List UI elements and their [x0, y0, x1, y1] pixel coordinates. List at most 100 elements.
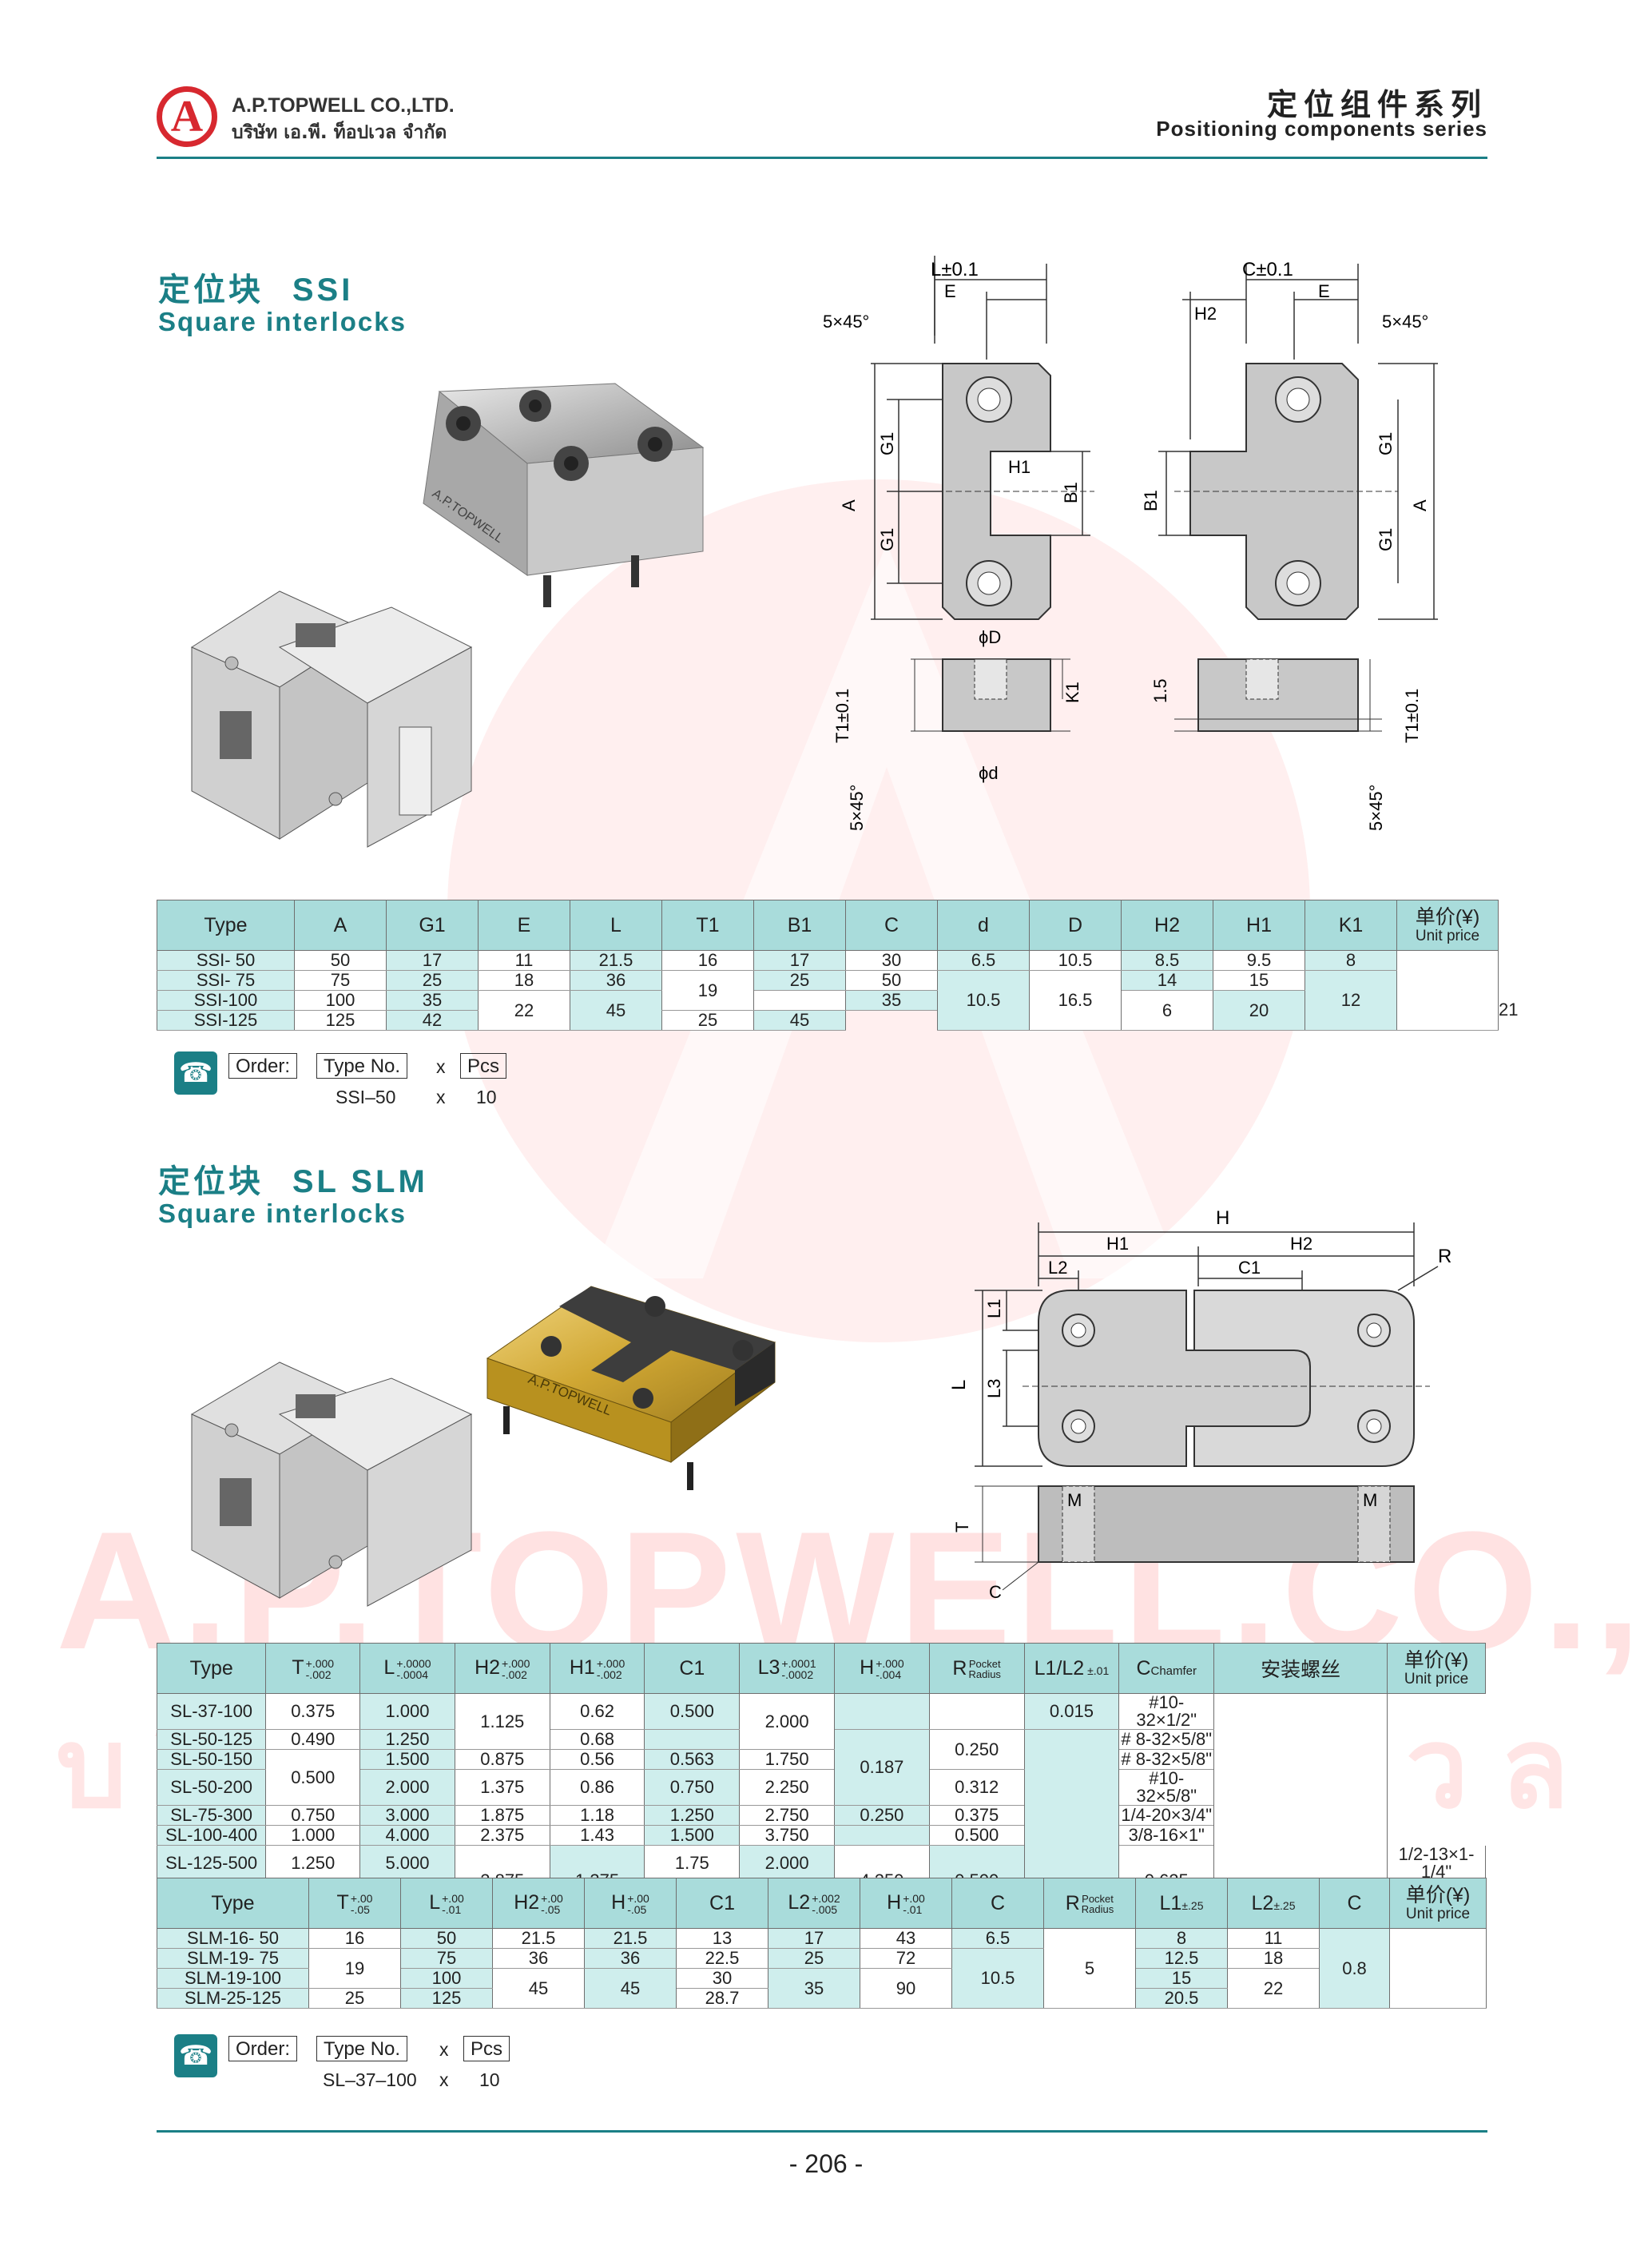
sl-order-example-qty: 10: [479, 2069, 500, 2090]
table-cell: 0.56: [549, 1749, 645, 1770]
table-cell: 28.7: [676, 1988, 768, 2009]
sl-dim-c: C: [989, 1582, 1002, 1602]
header-rule: [157, 157, 1487, 159]
table-cell: 6.5: [951, 1928, 1044, 1949]
sl-mold-illustration: [190, 1361, 473, 1607]
table-cell: 45: [492, 1968, 585, 2009]
sl-dim-l3: L3: [984, 1379, 1004, 1398]
table-cell: 1.500: [359, 1749, 455, 1770]
ssi-header-h2: H2: [1121, 900, 1213, 951]
series-title-en: Positioning components series: [1156, 117, 1487, 141]
ssi-header-type: Type: [157, 900, 295, 951]
table-cell: 30: [845, 950, 938, 971]
table-cell: 14: [1121, 970, 1213, 991]
ssi-product-photo: A.P.TOPWELL: [423, 383, 705, 607]
table-cell: 0.375: [265, 1693, 361, 1730]
table-cell: 42: [386, 1010, 479, 1031]
table-cell: 21.5: [492, 1928, 585, 1949]
sl-dim-l: L: [948, 1380, 970, 1390]
table-cell: SL-50-150: [156, 1749, 267, 1770]
page-number: - 206 -: [788, 2149, 864, 2178]
table-cell: 1.750: [739, 1749, 835, 1770]
table-cell: 1.000: [359, 1693, 455, 1730]
table-cell: 0.875: [454, 1749, 550, 1770]
sl-dim-m-right: M: [1363, 1490, 1377, 1510]
table-cell: 50: [400, 1928, 493, 1949]
ssi-dim-g1-bottom: G1: [877, 528, 897, 551]
table-cell: 15: [1213, 970, 1305, 991]
table-cell: 0.187: [834, 1729, 930, 1806]
table-cell: 125: [400, 1988, 493, 2009]
ssi-dim-b1: B1: [1061, 482, 1081, 503]
table-cell: 20.5: [1135, 1988, 1228, 2009]
table-cell: 36: [492, 1948, 585, 1969]
table-cell: SLM-16- 50: [157, 1928, 309, 1949]
table-cell: 0.563: [644, 1749, 741, 1770]
table-cell: 16: [661, 950, 754, 971]
table-cell: 1/2-13×1-1/4": [1387, 1845, 1486, 1882]
table-cell: 17: [753, 950, 846, 971]
table-cell: 4.000: [359, 1825, 455, 1846]
footer-rule: [157, 2130, 1487, 2133]
ssi-header-unit-price: 单价(¥)Unit price: [1396, 900, 1499, 951]
slm-header-1: T+.00-.05: [308, 1878, 401, 1929]
slm-header-7: H+.00-.01: [860, 1878, 952, 1929]
table-cell: 25: [768, 1948, 860, 1969]
company-logo: A: [157, 86, 217, 147]
table-cell: 2.750: [739, 1805, 835, 1826]
table-cell: 0.250: [928, 1729, 1025, 1770]
sl-product-photo: A.P.TOPWELL: [486, 1286, 776, 1490]
ssi-drawing-a: L±0.1 E 5×45° A G1 G1 H1 B1 ϕD K1 T1±0.1…: [823, 256, 1094, 831]
ssi-mold-illustration: [190, 590, 473, 848]
table-cell: 13: [676, 1928, 768, 1949]
table-cell: 22: [478, 990, 570, 1031]
table-cell: [753, 990, 846, 1011]
table-cell: 5: [1043, 1928, 1136, 2009]
ssi-order-example-times: x: [436, 1087, 446, 1107]
ssi-dim-chamfer-b2: 5×45°: [1366, 785, 1386, 831]
slm-header-unit-price: 单价(¥)Unit price: [1389, 1878, 1487, 1929]
table-cell: 1.75: [644, 1845, 741, 1882]
sl-header-4: H1+.000-.002: [549, 1643, 645, 1694]
ssi-header-t1: T1: [661, 900, 754, 951]
table-cell: 22: [1227, 1968, 1320, 2009]
sl-title: 定位块 SL SLM: [158, 1163, 428, 1200]
slm-header-10: L1±.25: [1135, 1878, 1228, 1929]
table-cell: 3.750: [739, 1825, 835, 1846]
series-title-cn: 定位组件系列: [1266, 87, 1487, 122]
table-cell: 21.5: [570, 950, 662, 971]
sl-header-7: H+.000-.004: [834, 1643, 930, 1694]
slm-header-0: Type: [157, 1878, 309, 1929]
table-cell: 20: [1213, 990, 1305, 1031]
table-cell: 50: [845, 970, 938, 991]
table-cell: 2.000: [739, 1845, 835, 1882]
table-cell: 25: [661, 1010, 754, 1031]
table-cell: 18: [1227, 1948, 1320, 1969]
table-cell: 35: [768, 1968, 860, 2009]
table-cell: 8: [1135, 1928, 1228, 1949]
slm-header-3: H2+.00-.05: [492, 1878, 585, 1929]
ssi-header-h1: H1: [1213, 900, 1305, 951]
ssi-dim-1-5: 1.5: [1150, 678, 1170, 703]
table-cell: SL-50-125: [156, 1729, 267, 1750]
table-cell: 25: [386, 970, 479, 991]
table-cell: 0.86: [549, 1769, 645, 1806]
slm-header-5: C1: [676, 1878, 768, 1929]
sl-header-3: H2+.000-.002: [454, 1643, 550, 1694]
table-cell: 15: [1135, 1968, 1228, 1989]
table-cell: # 8-32×5/8": [1118, 1749, 1215, 1770]
table-cell: SSI- 50: [157, 950, 295, 971]
table-cell: 36: [570, 970, 662, 991]
sl-order-pcs: Pcs: [463, 2036, 510, 2061]
sl-header-10: CChamfer: [1118, 1643, 1215, 1694]
ssi-order-label: Order:: [228, 1053, 298, 1079]
